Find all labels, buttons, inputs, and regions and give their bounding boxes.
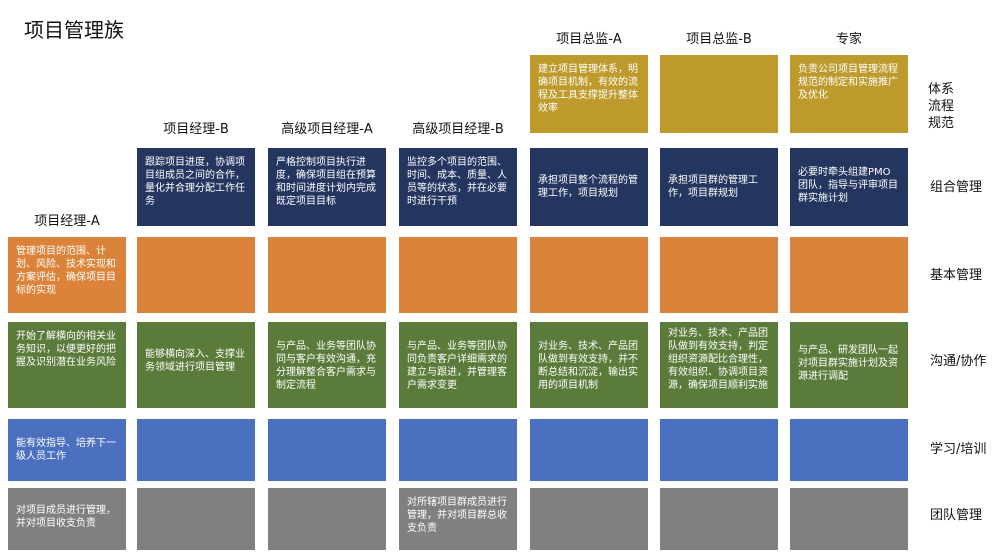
cell-zuhe-expert: 必要时牵头组建PMO团队，指导与评审项目群实施计划 (790, 148, 908, 226)
cell-xuexi-expert (790, 419, 908, 481)
cell-goutong-pm-b: 能够横向深入、支撑业务领域进行项目管理 (137, 322, 255, 408)
page-title: 项目管理族 (24, 18, 124, 42)
cell-zuhe-pm-b: 跟踪项目进度，协调项目组成员之间的合作，量化并合理分配工作任务 (137, 148, 255, 226)
cell-xuexi-spm-b (399, 419, 517, 481)
cell-tixi-director-b (660, 55, 778, 133)
row-label-xuexi: 学习/培训 (930, 442, 987, 457)
cell-jiben-director-a (530, 237, 648, 313)
cell-goutong-expert: 与产品、研发团队一起对项目群实施计划及资源进行调配 (790, 322, 908, 408)
cell-jiben-director-b (660, 237, 778, 313)
cell-tuandui-spm-b: 对所辖项目群成员进行管理，并对项目群总收支负责 (399, 488, 517, 550)
row-label-tixi: 体系 流程 规范 (928, 82, 988, 133)
cell-jiben-spm-a (268, 237, 386, 313)
cell-jiben-pm-b (137, 237, 255, 313)
cell-tuandui-spm-a (268, 488, 386, 550)
row-label-tuandui: 团队管理 (930, 508, 983, 523)
cell-zuhe-spm-a: 严格控制项目执行进度，确保项目组在预算和时间进度计划内完成既定项目目标 (268, 148, 386, 226)
cell-goutong-spm-b: 与产品、业务等团队协同负责客户详细需求的建立与跟进，并管理客户需求变更 (399, 322, 517, 408)
cell-zuhe-spm-b: 监控多个项目的范围、时间、成本、质量、人员等的状态，并在必要时进行干预 (399, 148, 517, 226)
row-label-tixi-line2: 流程 (928, 98, 955, 114)
cell-jiben-spm-b (399, 237, 517, 313)
row-label-zuhe: 组合管理 (930, 180, 983, 195)
col-header-director-b: 项目总监-B (686, 32, 752, 47)
cell-goutong-director-b: 对业务、技术、产品团队做到有效支持，判定组织资源配比合理性，有效组织、协调项目资… (660, 322, 778, 408)
cell-goutong-pm-a: 开始了解横向的相关业务知识，以便更好的把握及识别潜在业务风险 (8, 322, 126, 408)
cell-tixi-director-a: 建立项目管理体系，明确项目机制，有效的流程及工具支撑提升整体效率 (530, 55, 648, 133)
cell-zuhe-director-b: 承担项目群的管理工作，项目群规划 (660, 148, 778, 226)
col-header-spm-b: 高级项目经理-B (412, 122, 504, 137)
cell-tixi-expert: 负责公司项目管理流程规范的制定和实施推广及优化 (790, 55, 908, 133)
cell-zuhe-director-a: 承担项目整个流程的管理工作，项目规划 (530, 148, 648, 226)
cell-xuexi-director-b (660, 419, 778, 481)
cell-xuexi-spm-a (268, 419, 386, 481)
row-label-jiben: 基本管理 (930, 268, 983, 283)
cell-goutong-director-a: 对业务、技术、产品团队做到有效支持，并不断总结和沉淀，输出实用的项目机制 (530, 322, 648, 408)
col-header-pm-b: 项目经理-B (163, 122, 229, 137)
row-label-tixi-line3: 规范 (928, 115, 955, 131)
cell-jiben-pm-a: 管理项目的范围、计划、风险、技术实现和方案评估，确保项目目标的实现 (8, 237, 126, 313)
cell-tuandui-pm-a: 对项目成员进行管理，并对项目收支负责 (8, 488, 126, 550)
col-header-spm-a: 高级项目经理-A (281, 122, 373, 137)
row-label-goutong: 沟通/协作 (930, 354, 987, 369)
cell-tuandui-expert (790, 488, 908, 550)
cell-xuexi-director-a (530, 419, 648, 481)
cell-tuandui-director-a (530, 488, 648, 550)
cell-tuandui-pm-b (137, 488, 255, 550)
cell-xuexi-pm-b (137, 419, 255, 481)
col-header-expert: 专家 (835, 32, 862, 47)
row-label-tixi-line1: 体系 (928, 82, 955, 97)
cell-xuexi-pm-a: 能有效指导、培养下一级人员工作 (8, 419, 126, 481)
cell-goutong-spm-a: 与产品、业务等团队协同与客户有效沟通，充分理解整合客户需求与制定流程 (268, 322, 386, 408)
cell-tuandui-director-b (660, 488, 778, 550)
col-header-director-a: 项目总监-A (556, 32, 622, 47)
cell-jiben-expert (790, 237, 908, 313)
col-header-pm-a: 项目经理-A (34, 214, 100, 229)
